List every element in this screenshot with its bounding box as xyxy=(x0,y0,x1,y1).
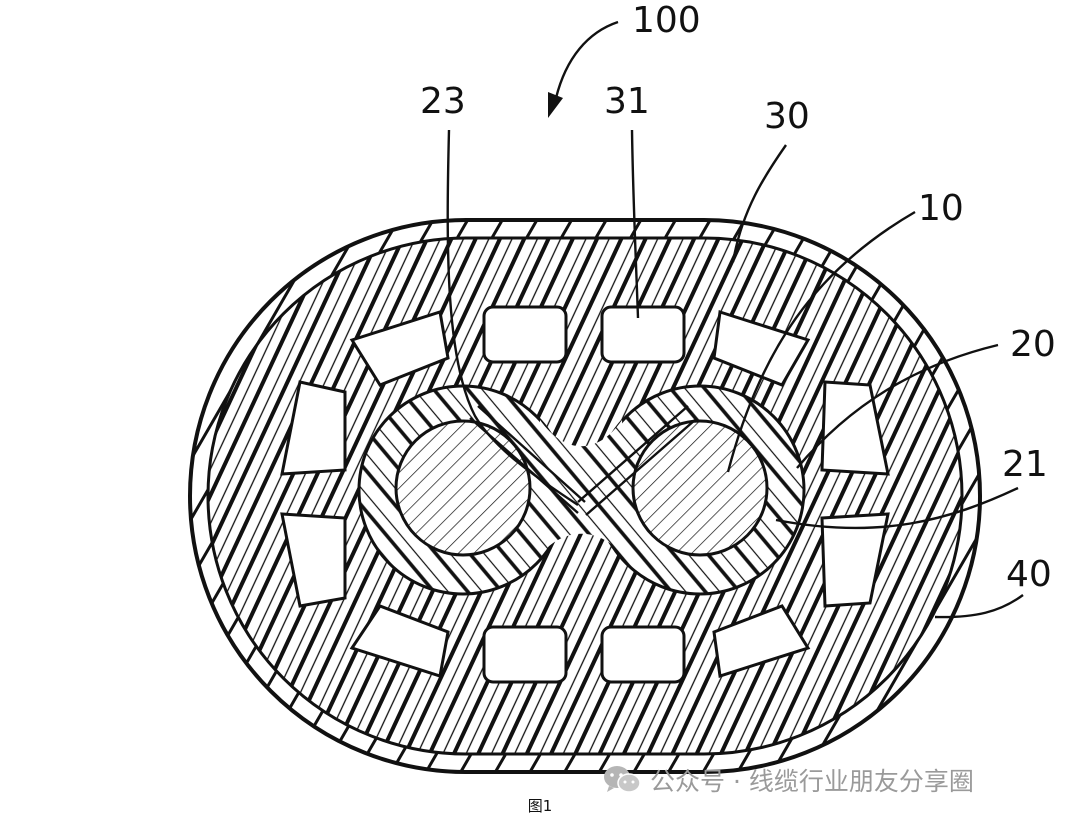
filler-unit xyxy=(280,380,347,476)
conductor-right xyxy=(631,419,769,557)
label-40: 40 xyxy=(1006,554,1052,595)
filler-unit xyxy=(712,310,811,387)
watermark: 公众号 · 线缆行业朋友分享圈 xyxy=(602,760,974,800)
filler-unit xyxy=(600,305,686,364)
leader-10 xyxy=(726,210,916,473)
label-23: 23 xyxy=(420,81,466,122)
leader-100 xyxy=(554,20,619,99)
filler-unit xyxy=(600,625,686,684)
arrow-head-100 xyxy=(548,92,563,118)
insulation-bridge xyxy=(536,420,628,560)
leader-lines xyxy=(446,20,1024,619)
figure-caption: 图1 xyxy=(527,797,553,815)
leader-23 xyxy=(446,129,579,507)
filler-unit xyxy=(280,512,347,608)
label-30: 30 xyxy=(764,96,810,137)
filler-units xyxy=(280,305,890,684)
filler-unit xyxy=(349,604,450,678)
label-20: 20 xyxy=(1010,324,1056,365)
leader-31 xyxy=(630,129,640,319)
reference-labels: 100 23 31 30 10 20 21 40 xyxy=(420,0,1056,595)
label-10: 10 xyxy=(918,188,964,229)
label-31: 31 xyxy=(604,81,650,122)
conductor-left xyxy=(394,419,532,557)
leader-21 xyxy=(775,486,1019,530)
label-100: 100 xyxy=(632,0,701,41)
filler-unit xyxy=(712,604,811,678)
filler-unit xyxy=(482,305,568,364)
leader-40 xyxy=(934,594,1024,619)
separator-crossing xyxy=(469,405,696,516)
watermark-text: 公众号 · 线缆行业朋友分享圈 xyxy=(650,767,974,796)
leader-30 xyxy=(731,144,787,263)
filler-unit xyxy=(349,310,450,387)
wechat-icon xyxy=(604,766,641,793)
leader-20 xyxy=(796,343,999,469)
filler-unit xyxy=(820,512,890,608)
filler-unit xyxy=(482,625,568,684)
label-21: 21 xyxy=(1002,444,1048,485)
